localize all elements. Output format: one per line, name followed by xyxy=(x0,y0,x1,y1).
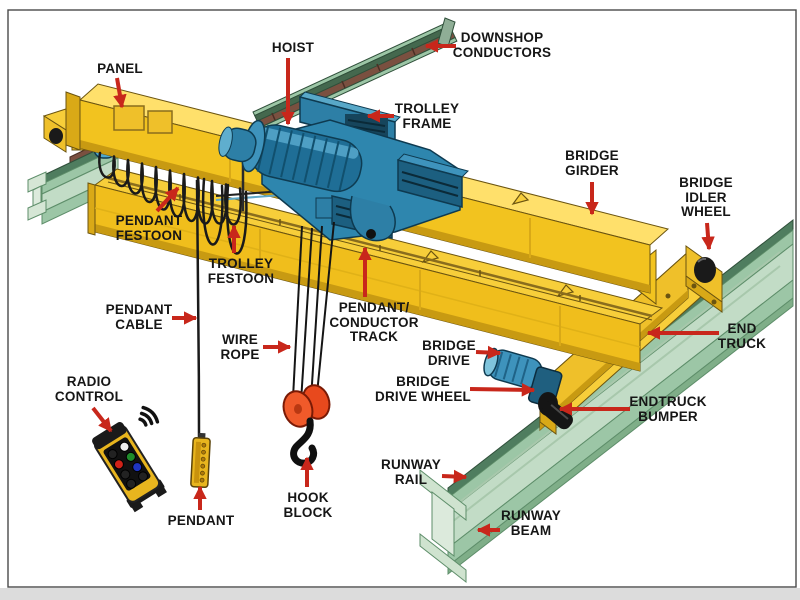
festoon-cables xyxy=(98,151,248,255)
label-line: TROLLEY xyxy=(394,101,460,116)
label-line: CONDUCTORS xyxy=(452,44,552,60)
radio-control-remote xyxy=(92,405,167,513)
label-line: RAIL xyxy=(394,471,428,487)
label-line: END xyxy=(727,321,757,336)
left-truck-wheel xyxy=(49,128,63,144)
wire-ropes xyxy=(292,221,335,403)
runway-beam-end-face xyxy=(419,468,467,522)
arrow-radio-control xyxy=(91,406,113,433)
label-line: BRIDGE xyxy=(396,374,450,389)
label-pendant: PENDANT xyxy=(167,513,235,529)
idler-wheel xyxy=(694,257,716,283)
label-line: BRIDGE xyxy=(422,338,476,353)
label-line: PENDANT/ xyxy=(338,300,410,315)
arrow-pendant-festoon xyxy=(155,186,180,213)
label-line: DRIVE WHEEL xyxy=(375,388,471,404)
panel-box xyxy=(147,110,173,134)
label-line: GIRDER xyxy=(565,162,619,178)
hook-block xyxy=(282,384,331,467)
arrow-bridge-drive xyxy=(475,345,502,360)
arrow-bridge-idler-wheel xyxy=(701,222,715,251)
trolley-festoon-loop xyxy=(225,183,248,255)
label-line: IDLER xyxy=(685,189,727,205)
rope-guide xyxy=(349,195,396,242)
label-line: FESTOON xyxy=(207,270,275,286)
label-line: ROPE xyxy=(220,346,260,362)
label-line: BRIDGE xyxy=(565,148,619,163)
bottom-strip xyxy=(0,588,800,600)
label-line: PENDANT xyxy=(167,513,235,528)
signal-waves-icon xyxy=(138,405,160,427)
label-line: BRIDGE xyxy=(679,175,733,190)
label-line: CONTROL xyxy=(54,388,124,404)
label-line: WIRE xyxy=(221,332,259,347)
label-line: BLOCK xyxy=(283,504,333,520)
arrow-bridge-drive-wheel xyxy=(469,383,536,397)
label-line: HOOK xyxy=(287,490,329,505)
hook xyxy=(290,417,318,467)
label-line: CABLE xyxy=(115,316,163,332)
label-line: TRACK xyxy=(349,329,399,345)
label-line: FRAME xyxy=(402,115,452,131)
pendant-control xyxy=(190,432,211,489)
trolley-hoist-assembly xyxy=(218,91,469,242)
label-line: FESTOON xyxy=(115,227,183,243)
festoon-loop xyxy=(224,183,242,226)
label-line: PANEL xyxy=(97,61,143,76)
label-line: WHEEL xyxy=(681,204,731,220)
label-line: PENDANT xyxy=(105,302,173,317)
festoon-loop xyxy=(140,162,158,204)
festoon-loop xyxy=(182,172,200,223)
trolley-festoon-loop xyxy=(201,177,224,246)
arrow-runway-rail xyxy=(441,469,468,484)
panel-box xyxy=(113,105,145,131)
callout-arrows xyxy=(91,39,719,537)
label-line: DRIVE xyxy=(427,352,471,368)
festoon-loop xyxy=(112,155,130,188)
label-line: RADIO xyxy=(66,374,112,389)
label-line: PENDANT xyxy=(115,213,183,228)
label-line: ENDTRUCK xyxy=(629,394,707,409)
label-line: BEAM xyxy=(510,522,552,538)
label-line: RUNWAY xyxy=(381,457,441,472)
label-line: TROLLEY xyxy=(208,256,274,271)
festoon-loop xyxy=(154,165,172,211)
festoon-loop xyxy=(126,158,144,195)
label-line: DOWNSHOP xyxy=(460,30,544,45)
label-line: CONDUCTOR xyxy=(329,314,419,330)
label-line: TRUCK xyxy=(717,335,767,351)
arrow-panel xyxy=(113,77,127,109)
label-line: RUNWAY xyxy=(501,508,561,523)
pendant-cable xyxy=(195,179,201,438)
image-border xyxy=(7,9,797,588)
label-line: HOIST xyxy=(271,40,315,55)
label-hoist: HOIST xyxy=(271,40,315,56)
festoon-loop xyxy=(98,151,116,179)
hoist-drum xyxy=(218,119,363,193)
bridge-idler-wheel xyxy=(685,245,723,313)
label-panel: PANEL xyxy=(97,61,143,77)
label-line: BUMPER xyxy=(638,408,698,424)
